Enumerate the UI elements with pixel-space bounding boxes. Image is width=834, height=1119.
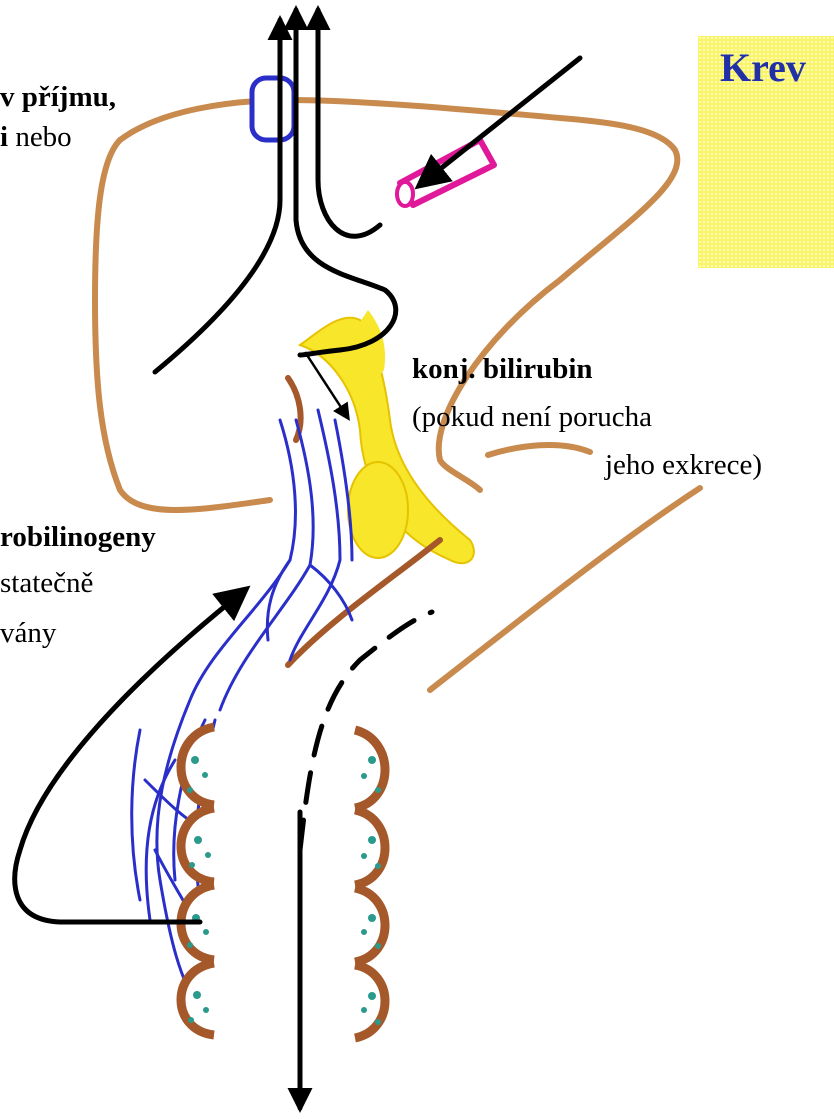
flow-arrow-up-2 (296, 10, 396, 355)
flow-arrow-up-3 (318, 10, 380, 236)
label-top-left-2: i nebo (0, 120, 72, 154)
flow-arrows (15, 10, 580, 1108)
label-top-left-2-bold: i (0, 121, 8, 153)
flow-arrow-up-1 (155, 20, 280, 372)
label-uro-line3: vány (0, 616, 56, 650)
label-top-left-1: v příjmu, (0, 80, 116, 114)
label-top-left-2-rest: nebo (8, 121, 72, 153)
blood-vessel (397, 140, 494, 206)
label-uro-title: robilinogeny (0, 520, 156, 554)
bile-duct (300, 310, 474, 563)
label-uro-line2: statečně (0, 566, 93, 600)
label-conj-line2: (pokud není porucha (412, 400, 652, 434)
intestine (181, 727, 385, 1038)
hepatic-vein (252, 78, 294, 140)
flow-arrow-blood (420, 58, 580, 185)
label-conj-line3: jeho exkrece) (605, 448, 762, 482)
label-conj-title: konj. bilirubin (412, 352, 593, 386)
